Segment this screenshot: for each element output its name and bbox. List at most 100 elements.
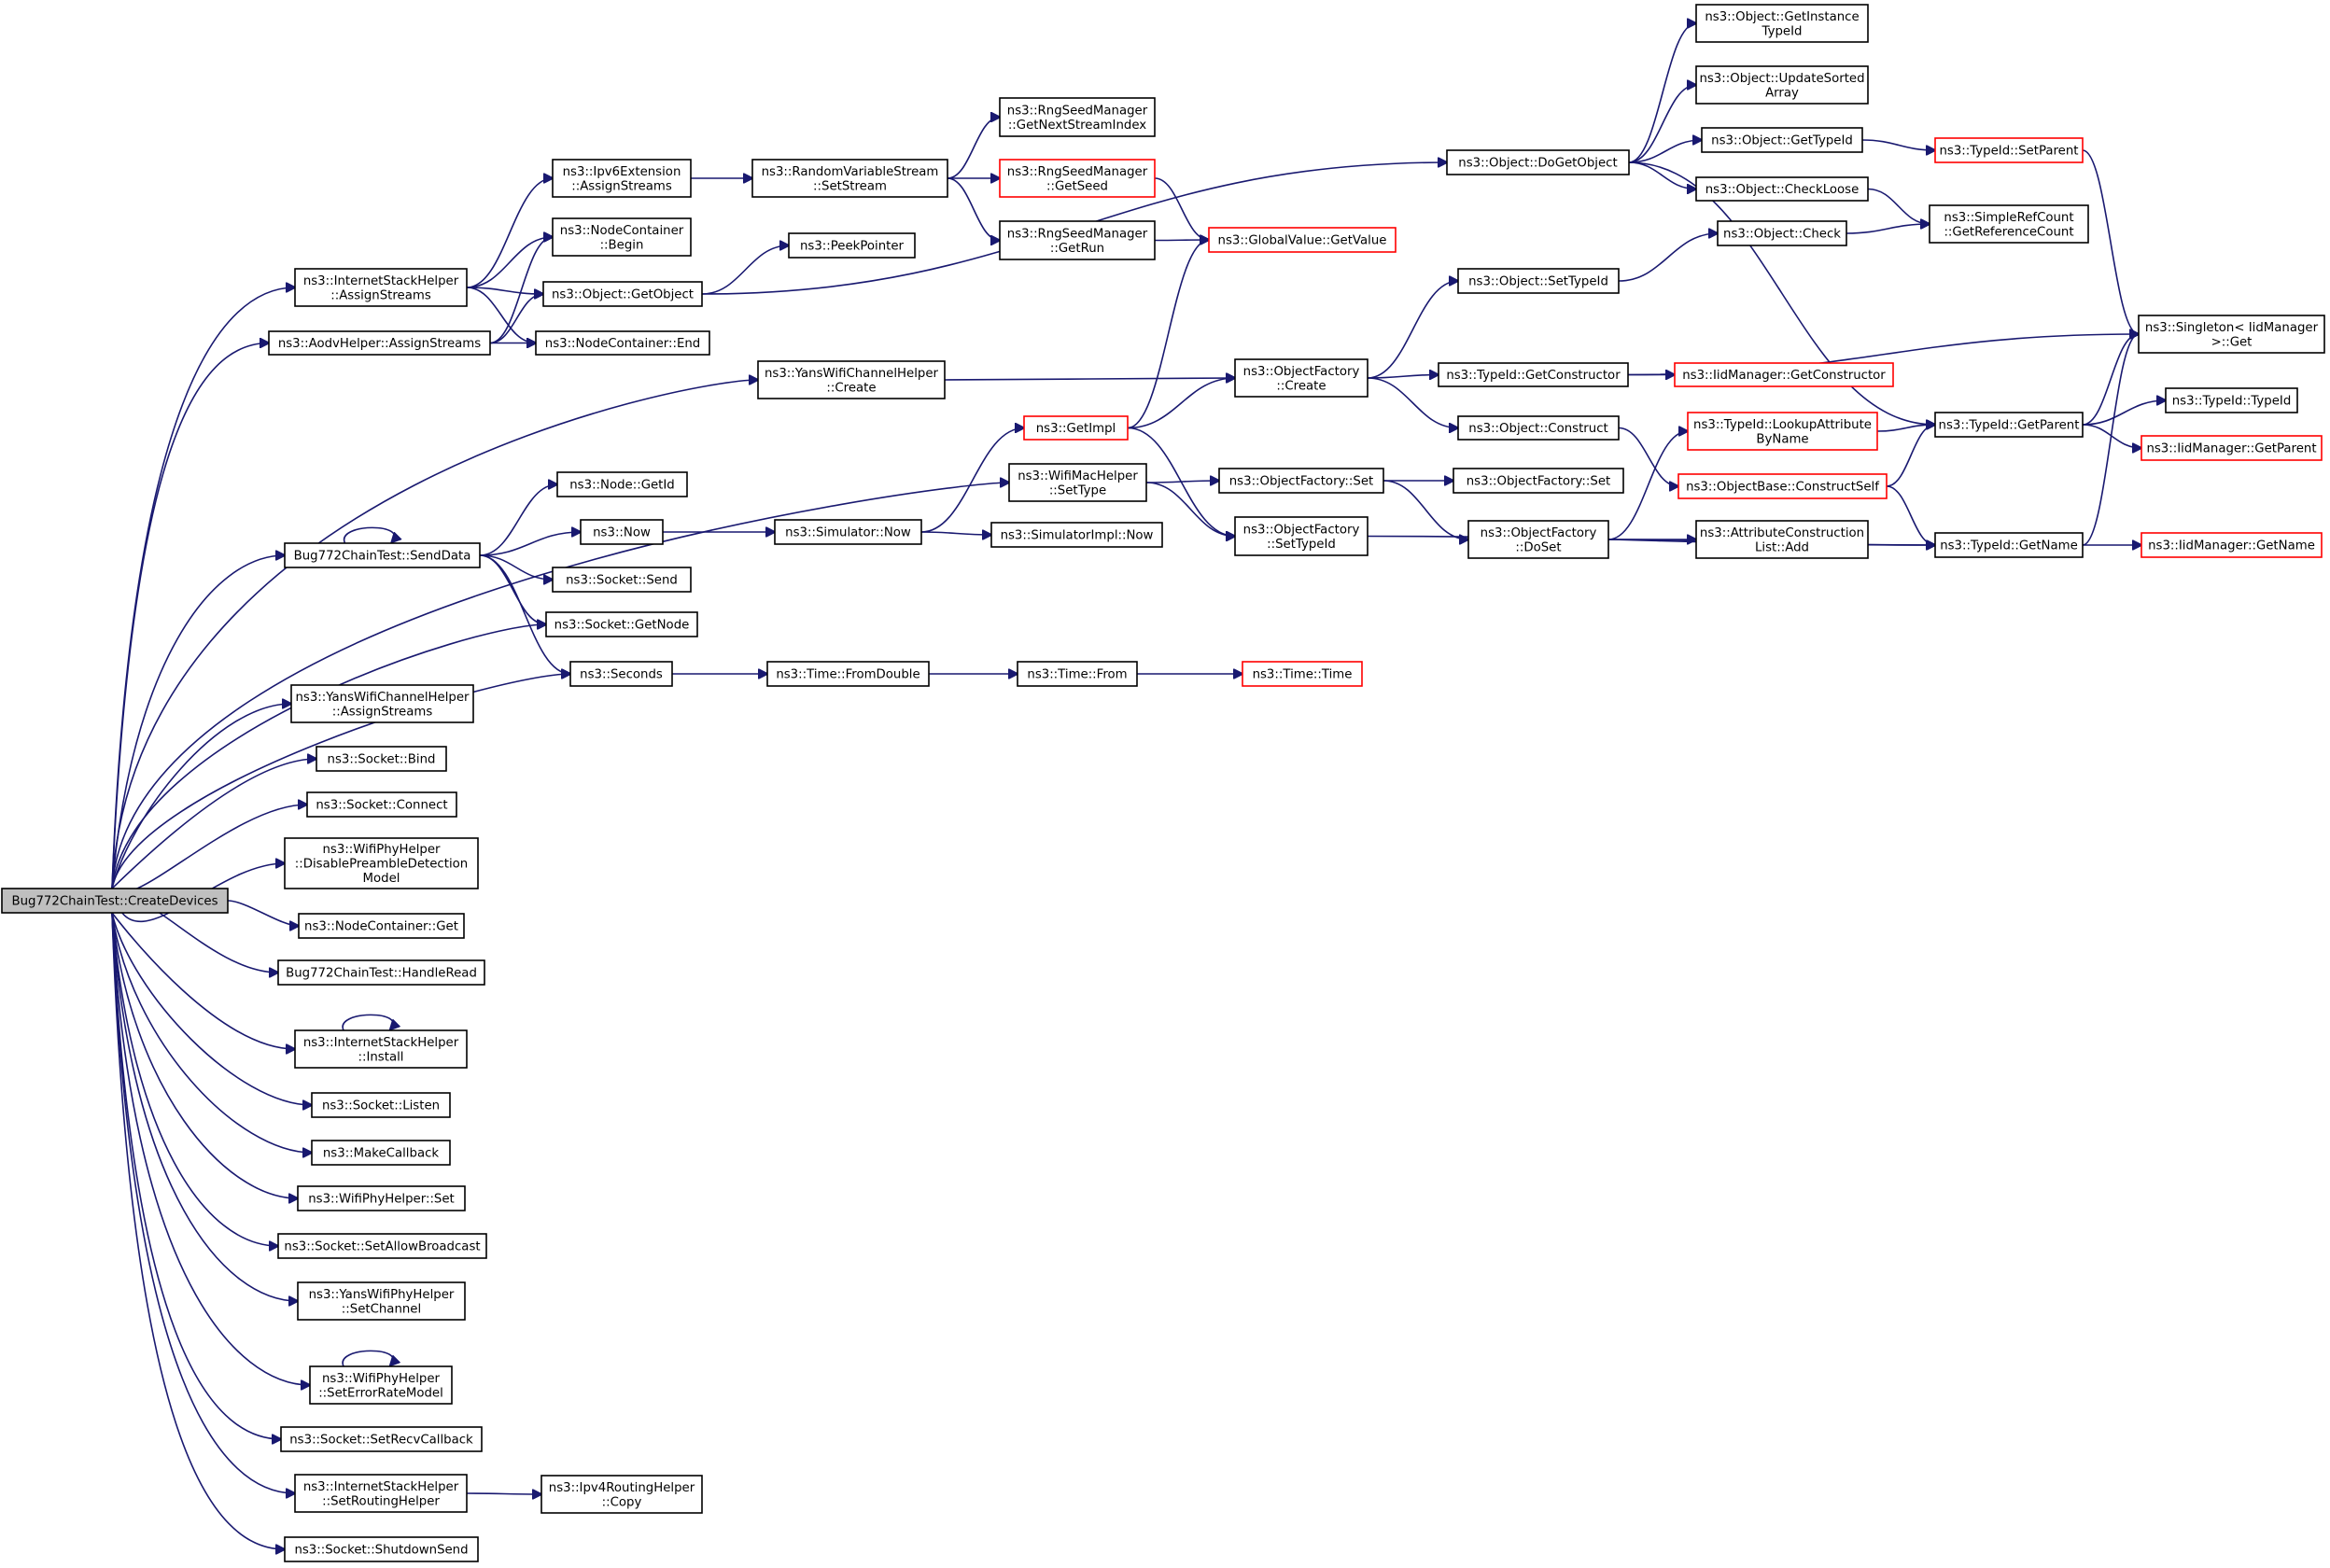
node-label: ns3::Object::Check <box>1723 228 1841 242</box>
node-ish-install[interactable]: ns3::InternetStackHelper::Install <box>294 1029 468 1069</box>
node-tid-typeid[interactable]: ns3::TypeId::TypeId <box>2165 387 2298 413</box>
node-box <box>1234 358 1369 398</box>
node-of-doset[interactable]: ns3::ObjectFactory::DoSet <box>1467 520 1609 559</box>
node-obj-check[interactable]: ns3::Object::Check <box>1717 220 1847 246</box>
node-time-from[interactable]: ns3::Time::From <box>1017 661 1138 687</box>
node-now[interactable]: ns3::Now <box>580 519 664 545</box>
node-label: ::SetType <box>1049 483 1106 497</box>
node-box <box>1017 661 1138 687</box>
node-iid-getctor[interactable]: ns3::IidManager::GetConstructor <box>1674 362 1894 387</box>
node-of-set[interactable]: ns3::ObjectFactory::Set <box>1218 468 1384 494</box>
node-nc-end[interactable]: ns3::NodeContainer::End <box>535 330 710 356</box>
node-time-time[interactable]: ns3::Time::Time <box>1242 661 1363 687</box>
node-senddata[interactable]: Bug772ChainTest::SendData <box>284 542 481 568</box>
node-of-set2[interactable]: ns3::ObjectFactory::Set <box>1453 468 1624 494</box>
node-label: ::Begin <box>600 238 644 252</box>
node-box <box>1234 516 1369 556</box>
node-label: ns3::Node::GetId <box>569 479 675 493</box>
node-wph-dpd[interactable]: ns3::WifiPhyHelper::DisablePreambleDetec… <box>284 837 479 889</box>
node-ywch-as[interactable]: ns3::YansWifiChannelHelper::AssignStream… <box>290 684 474 723</box>
node-aodv-as[interactable]: ns3::AodvHelper::AssignStreams <box>268 330 491 356</box>
node-simimpl-now[interactable]: ns3::SimulatorImpl::Now <box>990 522 1163 548</box>
node-box <box>1218 468 1384 494</box>
edge-obj-settid-to-obj-check <box>1618 233 1718 282</box>
node-tid-setparent[interactable]: ns3::TypeId::SetParent <box>1934 137 2084 163</box>
node-node-getid[interactable]: ns3::Node::GetId <box>556 471 688 497</box>
node-label: ::DoSet <box>1515 540 1561 554</box>
node-box <box>284 1536 479 1562</box>
node-tid-getctor[interactable]: ns3::TypeId::GetConstructor <box>1438 362 1629 387</box>
node-handleread[interactable]: Bug772ChainTest::HandleRead <box>277 959 485 986</box>
node-sock-allowbc[interactable]: ns3::Socket::SetAllowBroadcast <box>277 1233 487 1259</box>
node-box <box>290 684 474 723</box>
node-label: ::AssignStreams <box>332 705 433 719</box>
node-box <box>1929 204 2089 244</box>
node-sock-send[interactable]: ns3::Socket::Send <box>552 567 692 593</box>
node-sock-listen[interactable]: ns3::Socket::Listen <box>311 1092 451 1118</box>
node-obj-settid[interactable]: ns3::Object::SetTypeId <box>1457 268 1620 294</box>
node-nc-get[interactable]: ns3::NodeContainer::Get <box>298 913 465 939</box>
node-box <box>309 1365 453 1405</box>
node-wph-seterm[interactable]: ns3::WifiPhyHelper::SetErrorRateModel <box>309 1365 453 1405</box>
node-obj-dogetobj[interactable]: ns3::Object::DoGetObject <box>1446 149 1630 175</box>
node-sock-shutdown[interactable]: ns3::Socket::ShutdownSend <box>284 1536 479 1562</box>
node-sim-now[interactable]: ns3::Simulator::Now <box>774 519 922 545</box>
edge-tid-getparent-to-singleton <box>2082 334 2139 426</box>
node-box <box>1677 473 1888 499</box>
node-sock-setrecv[interactable]: ns3::Socket::SetRecvCallback <box>280 1426 483 1452</box>
node-src-getrc[interactable]: ns3::SimpleRefCount::GetReferenceCount <box>1929 204 2089 244</box>
node-of-create[interactable]: ns3::ObjectFactory::Create <box>1234 358 1369 398</box>
edge-root-to-yans-create <box>111 380 758 889</box>
node-obj-getobj[interactable]: ns3::Object::GetObject <box>542 281 703 307</box>
node-label: ns3::SimpleRefCount <box>1944 211 2073 225</box>
node-rng-seed[interactable]: ns3::RngSeedManager::GetSeed <box>999 159 1156 198</box>
edge-rng-seed-to-gv-get <box>1154 177 1209 240</box>
node-time-fromdouble[interactable]: ns3::Time::FromDouble <box>766 661 930 687</box>
node-obj-checkloose[interactable]: ns3::Object::CheckLoose <box>1695 176 1869 202</box>
node-yans-create[interactable]: ns3::YansWifiChannelHelper::Create <box>757 360 946 399</box>
node-getimpl[interactable]: ns3::GetImpl <box>1023 415 1129 441</box>
node-wifimac-set[interactable]: ns3::WifiMacHelper::SetType <box>1008 463 1147 502</box>
node-root[interactable]: Bug772ChainTest::CreateDevices <box>1 888 229 914</box>
node-tid-getname[interactable]: ns3::TypeId::GetName <box>1934 532 2084 558</box>
node-ish-as[interactable]: ns3::InternetStackHelper::AssignStreams <box>294 268 468 307</box>
node-nc-begin[interactable]: ns3::NodeContainer::Begin <box>552 217 692 257</box>
node-label: ns3::WifiPhyHelper <box>322 1372 441 1386</box>
edge-getimpl-to-of-settid <box>1127 427 1235 537</box>
node-ish-setrh[interactable]: ns3::InternetStackHelper::SetRoutingHelp… <box>294 1474 468 1513</box>
node-gv-get[interactable]: ns3::GlobalValue::GetValue <box>1208 227 1397 253</box>
node-sock-bind[interactable]: ns3::Socket::Bind <box>316 746 447 772</box>
node-ipv4rh-copy[interactable]: ns3::Ipv4RoutingHelper::Copy <box>540 1475 703 1514</box>
edge-ish-as-to-nc-end <box>466 287 536 343</box>
node-obj-gettid[interactable]: ns3::Object::GetTypeId <box>1701 127 1863 153</box>
edge-ob-construct-to-tid-getname <box>1886 485 1935 545</box>
node-rng-run[interactable]: ns3::RngSeedManager::GetRun <box>999 220 1156 260</box>
node-ipv6-as[interactable]: ns3::Ipv6Extension::AssignStreams <box>552 159 692 198</box>
node-label: ns3::ObjectFactory <box>1243 523 1360 537</box>
node-box <box>1 888 229 914</box>
node-ob-construct[interactable]: ns3::ObjectBase::ConstructSelf <box>1677 473 1888 499</box>
node-peek[interactable]: ns3::PeekPointer <box>788 232 916 259</box>
edge-aodv-as-to-obj-getobj <box>489 294 543 344</box>
edge-root-to-sock-listen <box>111 912 312 1105</box>
node-iid-getname[interactable]: ns3::IidManager::GetName <box>2141 532 2323 558</box>
node-of-settid[interactable]: ns3::ObjectFactory::SetTypeId <box>1234 516 1369 556</box>
node-rng-next[interactable]: ns3::RngSeedManager::GetNextStreamIndex <box>999 97 1156 137</box>
node-singleton[interactable]: ns3::Singleton< IidManager >::Get <box>2138 315 2325 354</box>
node-obj-construct[interactable]: ns3::Object::Construct <box>1457 415 1620 441</box>
node-ywph-setch[interactable]: ns3::YansWifiPhyHelper::SetChannel <box>297 1281 466 1321</box>
node-label: ns3::Object::DoGetObject <box>1458 157 1617 171</box>
node-tid-getparent[interactable]: ns3::TypeId::GetParent <box>1934 412 2084 438</box>
edge-root-to-makecb <box>111 912 312 1153</box>
node-seconds[interactable]: ns3::Seconds <box>569 661 673 687</box>
node-sock-getnode[interactable]: ns3::Socket::GetNode <box>545 611 698 637</box>
node-iid-getparent[interactable]: ns3::IidManager::GetParent <box>2141 435 2323 461</box>
node-makecb[interactable]: ns3::MakeCallback <box>311 1140 451 1166</box>
node-sock-connect[interactable]: ns3::Socket::Connect <box>306 791 457 818</box>
node-wph-set[interactable]: ns3::WifiPhyHelper::Set <box>297 1185 466 1211</box>
node-rvs-set[interactable]: ns3::RandomVariableStream::SetStream <box>751 159 948 198</box>
